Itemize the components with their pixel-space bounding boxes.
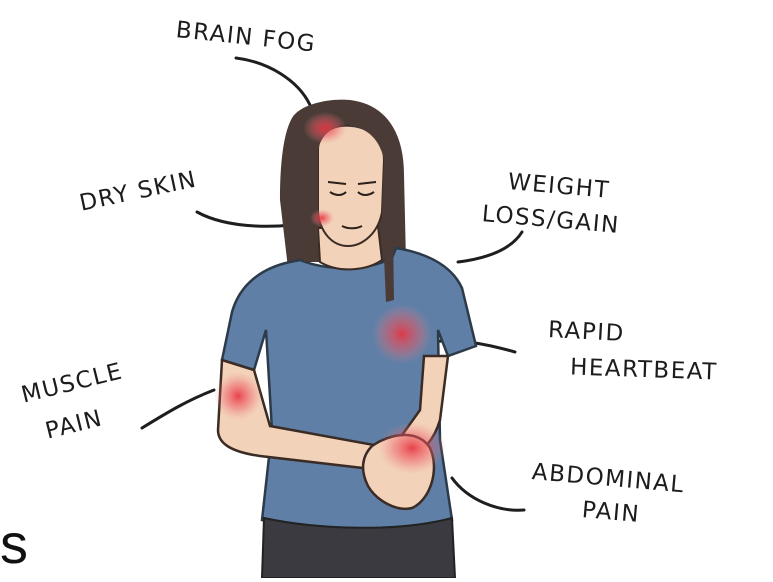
pain-chest <box>372 304 432 364</box>
pain-arm <box>214 372 262 420</box>
label-rapid-line1: RAPID <box>547 316 625 349</box>
label-rapid-line2: HEARTBEAT <box>570 353 719 387</box>
pain-head <box>303 112 347 144</box>
weight-line <box>458 232 522 262</box>
pain-abdomen <box>378 422 446 474</box>
pain-cheek <box>310 209 334 227</box>
label-abdominal-line2: PAIN <box>581 496 641 530</box>
muscle-line <box>142 390 214 428</box>
brain-fog-line <box>236 58 310 105</box>
cropped-corner-letter: s <box>0 516 28 572</box>
pants <box>262 518 455 578</box>
abdominal-line <box>452 478 524 510</box>
